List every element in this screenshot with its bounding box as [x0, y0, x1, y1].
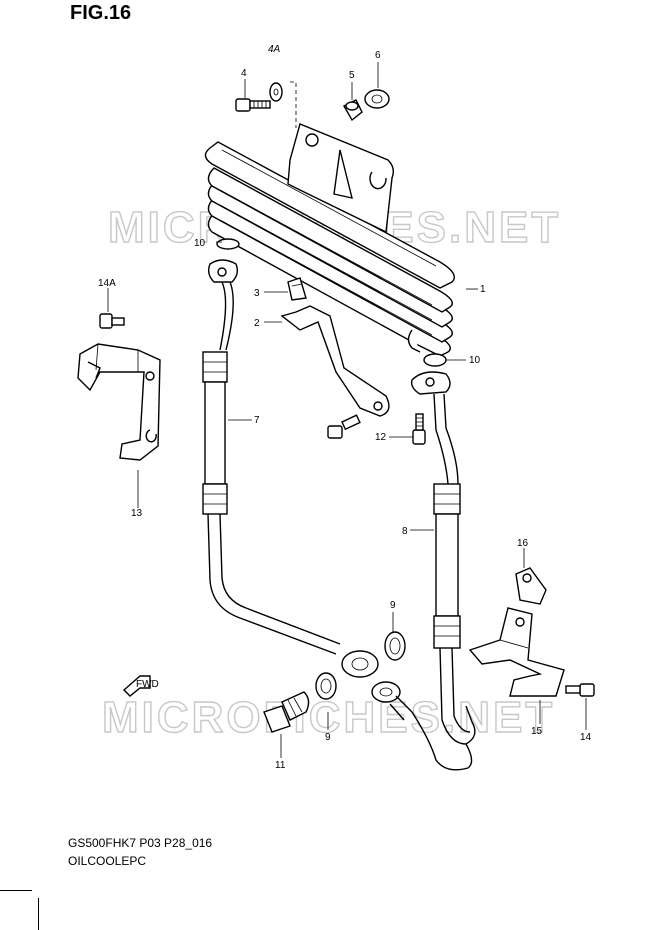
- corner-mark-vertical: [38, 898, 39, 930]
- callout-8: 8: [402, 526, 408, 537]
- callout-6: 6: [375, 50, 381, 61]
- callout-2: 2: [254, 318, 260, 329]
- gasket-part-9-upper[interactable]: [384, 631, 406, 661]
- bolt-part-4[interactable]: [235, 98, 271, 112]
- callout-13: 13: [131, 508, 143, 519]
- callout-14a: 14A: [98, 278, 116, 289]
- callout-14: 14: [580, 732, 592, 743]
- grommet-part-6[interactable]: [364, 89, 390, 109]
- front-direction-arrow: FWD: [122, 675, 159, 697]
- callout-10-right: 10: [469, 355, 481, 366]
- corner-mark-horizontal: [0, 890, 32, 891]
- callout-9-lower: 9: [325, 732, 331, 743]
- gasket-part-9-lower[interactable]: [315, 672, 337, 700]
- bracket-part-15[interactable]: [468, 607, 565, 697]
- model-code: GS500FHK7 P03 P28_016: [68, 836, 213, 850]
- stay-part-2[interactable]: [280, 305, 390, 417]
- callout-1: 1: [480, 284, 486, 295]
- callout-labels: 1 2 3 4 4A 5 6 7 8 9 9 10 10 11 12 13 14…: [98, 44, 592, 771]
- collar-part-5[interactable]: [343, 99, 363, 122]
- clamp-part-16[interactable]: [515, 567, 547, 605]
- svg-text:FWD: FWD: [136, 679, 159, 690]
- callout-9-upper: 9: [390, 600, 396, 611]
- callout-10-top: 10: [194, 238, 206, 249]
- washer-part-4a[interactable]: [269, 82, 283, 102]
- oil-hose-part-7[interactable]: [202, 259, 379, 678]
- callout-4: 4: [241, 68, 247, 79]
- callout-15: 15: [531, 726, 543, 737]
- union-bolt-part-11[interactable]: [263, 691, 310, 733]
- figure-title: FIG.16: [70, 2, 132, 24]
- callout-16: 16: [517, 538, 529, 549]
- oil-hose-part-8[interactable]: [371, 371, 476, 771]
- bolt-part-14a[interactable]: [99, 313, 125, 329]
- o-ring-part-10-top[interactable]: [216, 238, 240, 250]
- bolt-part-12[interactable]: [412, 413, 426, 445]
- callout-4a: 4A: [268, 44, 281, 55]
- bolt-part-stay[interactable]: [327, 414, 361, 439]
- bolt-part-14[interactable]: [565, 683, 595, 697]
- watermark-bottom: MICROFICHES.NET: [102, 693, 555, 742]
- callout-7: 7: [254, 415, 260, 426]
- callout-5: 5: [349, 70, 355, 81]
- leader-lines: [107, 62, 587, 758]
- bracket-part-13[interactable]: [77, 343, 161, 461]
- section-title: OILCOOLEPC: [68, 854, 147, 868]
- o-ring-part-10-right[interactable]: [423, 353, 447, 367]
- clip-part-3[interactable]: [287, 277, 307, 301]
- callout-12: 12: [375, 432, 387, 443]
- callout-3: 3: [254, 288, 260, 299]
- callout-11: 11: [275, 760, 286, 771]
- oil-cooler-core[interactable]: [204, 123, 455, 357]
